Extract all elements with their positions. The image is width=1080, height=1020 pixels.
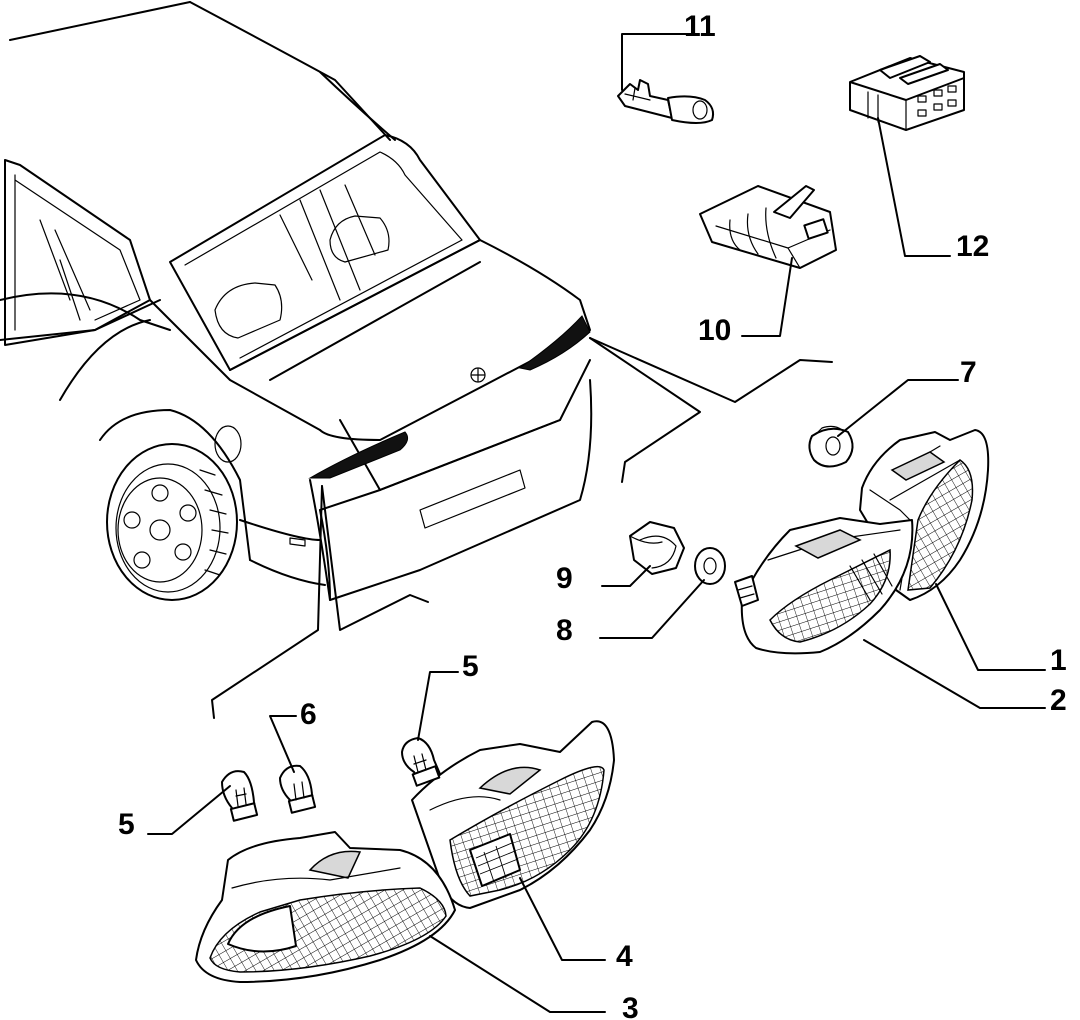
part-5-bulb-upper (401, 737, 441, 787)
label-12: 12 (956, 230, 989, 263)
part-4-inner-tail-light (411, 720, 615, 909)
label-2: 2 (1050, 684, 1067, 717)
label-11: 11 (684, 10, 716, 43)
part-3-outer-tail-light (195, 831, 456, 983)
part-6-bulb (279, 764, 317, 814)
label-8: 8 (556, 614, 573, 647)
label-3: 3 (622, 992, 639, 1020)
part-number-labels: 11 12 10 7 9 8 1 2 5 6 5 4 3 (118, 10, 1067, 1020)
car-rear-illustration (0, 1, 593, 601)
part-5-bulb-lower (221, 770, 259, 822)
label-6: 6 (300, 698, 317, 731)
part-10-connector (699, 185, 837, 269)
car-callout-lines (211, 337, 833, 719)
installed-left-tail-light (308, 431, 409, 479)
part-11-terminal (617, 79, 715, 124)
label-9: 9 (556, 562, 573, 595)
label-7: 7 (960, 356, 977, 389)
part-9-nut (629, 521, 685, 575)
installed-right-tail-light (518, 315, 591, 371)
part-12-connector-block (849, 55, 965, 131)
label-10: 10 (698, 314, 731, 347)
part-7-grommet (808, 425, 854, 468)
label-1: 1 (1050, 644, 1067, 677)
part-8-washer (694, 547, 726, 585)
label-5-lower: 5 (118, 808, 135, 841)
part-2-outer-tail-light (734, 517, 914, 655)
label-4: 4 (616, 940, 633, 973)
leader-lines (147, 33, 1046, 1013)
label-5-upper: 5 (462, 650, 479, 683)
